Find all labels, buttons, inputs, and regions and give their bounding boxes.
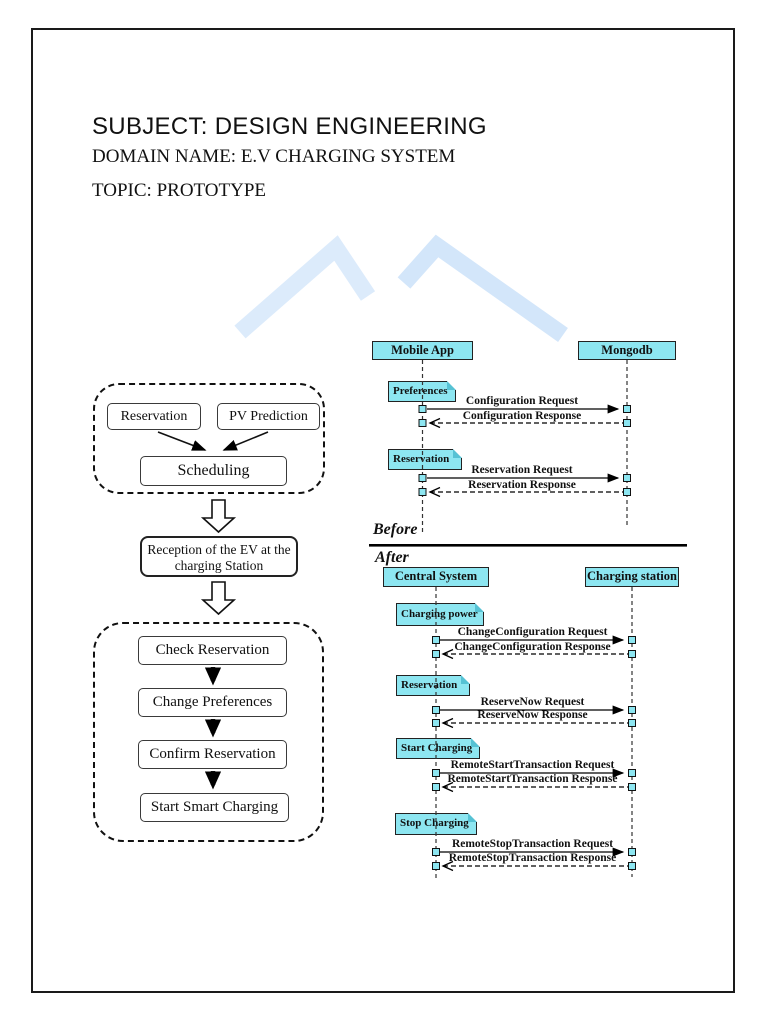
flowchart-node-start-smart-charging: Start Smart Charging bbox=[140, 793, 289, 822]
flowchart-node-scheduling: Scheduling bbox=[140, 456, 287, 486]
flowchart-node-confirm-reservation: Confirm Reservation bbox=[138, 740, 287, 769]
message-response-label: ChangeConfiguration Response bbox=[454, 641, 611, 653]
message-request-label: Configuration Request bbox=[465, 395, 579, 407]
flowchart-node-reservation: Reservation bbox=[107, 403, 201, 430]
flowchart-node-change-preferences: Change Preferences bbox=[138, 688, 287, 717]
message-request-label: ChangeConfiguration Request bbox=[457, 626, 608, 638]
flowchart-node-reception: Reception of the EV at the charging Stat… bbox=[140, 536, 298, 577]
note-stop-charging: Stop Charging bbox=[395, 813, 477, 835]
message-request-label: RemoteStopTransaction Request bbox=[451, 838, 614, 850]
actor-mobile-app: Mobile App bbox=[372, 341, 473, 360]
before-section-label: Before bbox=[373, 521, 418, 538]
message-request-label: RemoteStartTransaction Request bbox=[450, 759, 615, 771]
message-request-label: ReserveNow Request bbox=[480, 696, 585, 708]
flowchart-charging-group bbox=[93, 622, 324, 842]
note-reservation-after: Reservation bbox=[396, 675, 470, 696]
note-start-charging: Start Charging bbox=[396, 738, 480, 759]
actor-mongodb: Mongodb bbox=[578, 341, 676, 360]
actor-central-system: Central System bbox=[383, 567, 489, 587]
subject-title: SUBJECT: DESIGN ENGINEERING bbox=[92, 113, 487, 140]
note-charging-power: Charging power bbox=[396, 603, 484, 626]
flowchart-node-check-reservation: Check Reservation bbox=[138, 636, 287, 665]
actor-charging-station: Charging station bbox=[585, 567, 679, 587]
message-response-label: RemoteStopTransaction Response bbox=[448, 852, 617, 864]
flowchart-planning-group bbox=[93, 383, 325, 494]
message-response-label: Reservation Response bbox=[468, 479, 576, 491]
message-response-label: RemoteStartTransaction Response bbox=[447, 773, 618, 785]
after-section-label: After bbox=[375, 549, 409, 566]
flowchart-node-pv-prediction: PV Prediction bbox=[217, 403, 320, 430]
message-response-label: ReserveNow Response bbox=[477, 709, 588, 721]
message-response-label: Configuration Response bbox=[462, 410, 582, 422]
topic-title: TOPIC: PROTOTYPE bbox=[92, 180, 267, 201]
domain-title: DOMAIN NAME: E.V CHARGING SYSTEM bbox=[92, 146, 456, 167]
message-request-label: Reservation Request bbox=[471, 464, 573, 476]
note-reservation-before: Reservation bbox=[388, 449, 462, 470]
page-border bbox=[31, 28, 735, 993]
